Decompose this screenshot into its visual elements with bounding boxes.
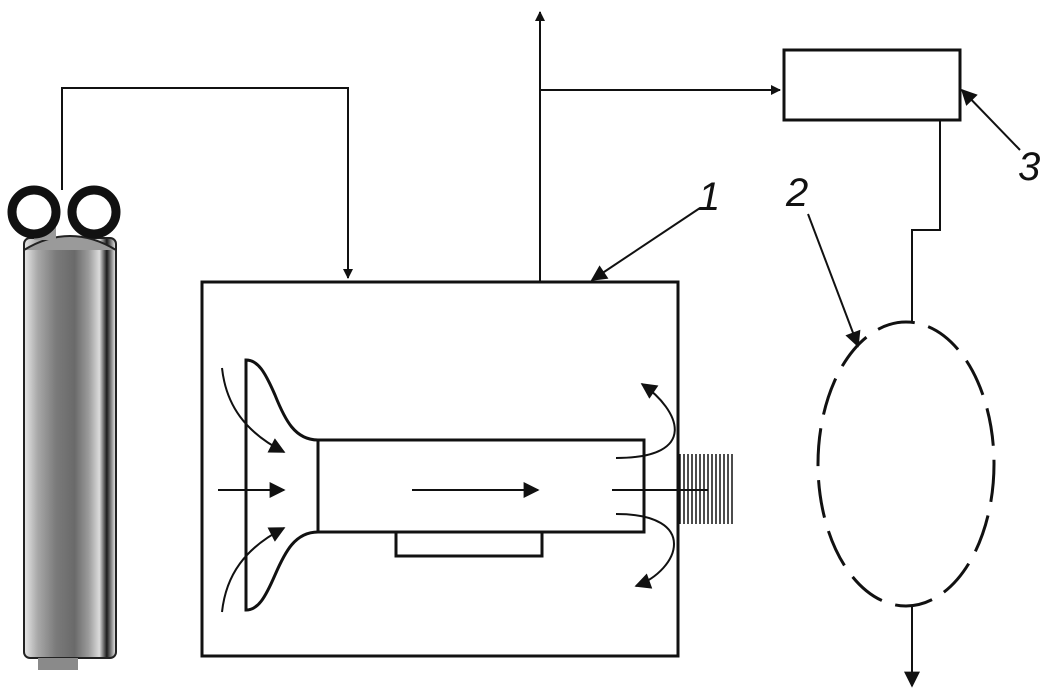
test-chamber (200, 280, 680, 658)
cylinder-base (38, 658, 78, 670)
label-chamber: 1 (698, 175, 720, 219)
gas-supply-line (61, 87, 353, 279)
outlet-grid (679, 454, 733, 524)
analyzer-unit (782, 48, 962, 122)
label-leader-3 (960, 88, 1021, 151)
sampling-bag (816, 320, 996, 608)
cylinder-body (23, 237, 117, 659)
gas-cylinder (7, 185, 121, 670)
intake-funnel (244, 358, 319, 612)
unit-to-bag-line (911, 120, 941, 322)
flow-arrow-out-top (615, 383, 676, 459)
flow-arrow-out-bottom (615, 513, 675, 589)
valve-handwheel-left (7, 185, 61, 239)
valve-handwheel-right (67, 185, 121, 239)
mount-plate (394, 530, 544, 558)
flow-arrow-in-bottom (221, 527, 286, 613)
label-leader-2 (807, 213, 861, 348)
label-leader-1 (590, 207, 701, 281)
label-bag: 2 (785, 171, 808, 215)
flow-arrow-in-top (221, 367, 286, 453)
label-unit: 3 (1018, 145, 1040, 189)
test-section (316, 438, 646, 534)
